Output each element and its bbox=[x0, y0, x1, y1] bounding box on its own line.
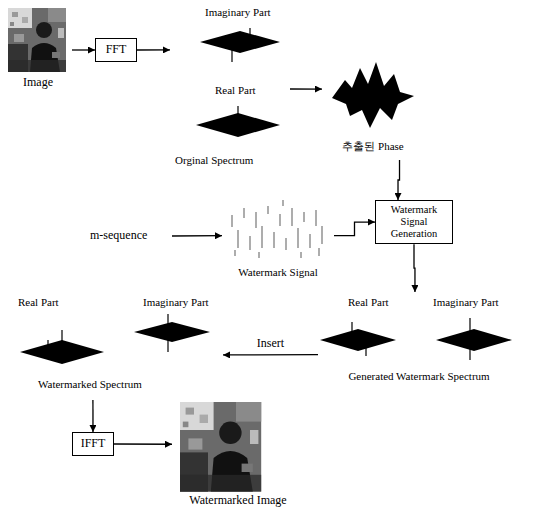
caption-text: Watermarked Spectrum bbox=[38, 378, 142, 391]
signal-panel: Watermark Signal bbox=[222, 200, 334, 285]
caption-text: Real Part bbox=[18, 296, 59, 309]
spectrum-panel: Real Part Imaginary PartWatermarked Spect… bbox=[8, 290, 223, 400]
flow-arrow bbox=[290, 88, 322, 89]
watermark-signal-plot bbox=[232, 200, 322, 258]
flow-arrow bbox=[72, 49, 95, 50]
spectrum-panel: Imaginary PartReal PartOrginal Spectrum bbox=[170, 4, 290, 174]
caption-text: 추출된 Phase bbox=[322, 140, 424, 153]
box-label: IFFT bbox=[81, 437, 106, 451]
phase-plot bbox=[332, 62, 414, 128]
process-box: IFFT bbox=[72, 432, 114, 456]
caption-text: Generated Watermark Spectrum bbox=[318, 370, 520, 383]
image-panel: Image bbox=[4, 4, 72, 96]
flow-arrow bbox=[172, 235, 222, 237]
original-real-spectrum bbox=[196, 106, 280, 137]
watermarked-imaginary-spectrum bbox=[134, 314, 210, 352]
box-label: Watermark Signal Generation bbox=[380, 204, 448, 240]
image-panel: Watermarked Image bbox=[172, 398, 304, 523]
phase-panel: 추출된 Phase bbox=[322, 50, 424, 160]
generated-real-spectrum bbox=[320, 322, 396, 356]
process-box: FFT bbox=[95, 38, 137, 62]
edge-label: Insert bbox=[255, 337, 286, 351]
caption-text: m-sequence bbox=[90, 229, 147, 243]
box-label: FFT bbox=[106, 43, 127, 57]
flow-arrow bbox=[413, 244, 415, 292]
caption-text: Real Part bbox=[215, 84, 256, 97]
caption-text: Watermarked Image bbox=[172, 494, 304, 508]
caption-text: Image bbox=[4, 76, 72, 90]
flow-arrow bbox=[398, 160, 400, 200]
spectrum-panel: Real Part Imaginary PartGenerated Waterma… bbox=[318, 292, 520, 387]
flow-arrow bbox=[223, 354, 318, 355]
caption-text: Real Part bbox=[348, 296, 389, 309]
watermarked-photo bbox=[180, 402, 261, 492]
caption-text: Imaginary Part bbox=[143, 296, 209, 309]
flow-arrow bbox=[137, 49, 170, 50]
original-imaginary-spectrum bbox=[200, 28, 280, 62]
flow-arrow bbox=[334, 222, 375, 236]
flow-arrow bbox=[92, 400, 93, 432]
source-photo bbox=[8, 8, 66, 72]
process-box: Watermark Signal Generation bbox=[375, 200, 453, 244]
caption-text: Watermark Signal bbox=[222, 266, 334, 279]
generated-imaginary-spectrum bbox=[436, 318, 512, 360]
flow-arrow bbox=[114, 443, 172, 445]
caption-text: Orginal Spectrum bbox=[175, 154, 253, 167]
caption-text: Imaginary Part bbox=[205, 6, 271, 19]
caption-text: Imaginary Part bbox=[433, 296, 499, 309]
watermarked-real-spectrum bbox=[20, 330, 104, 364]
sequence-source: m-sequence bbox=[90, 226, 172, 246]
